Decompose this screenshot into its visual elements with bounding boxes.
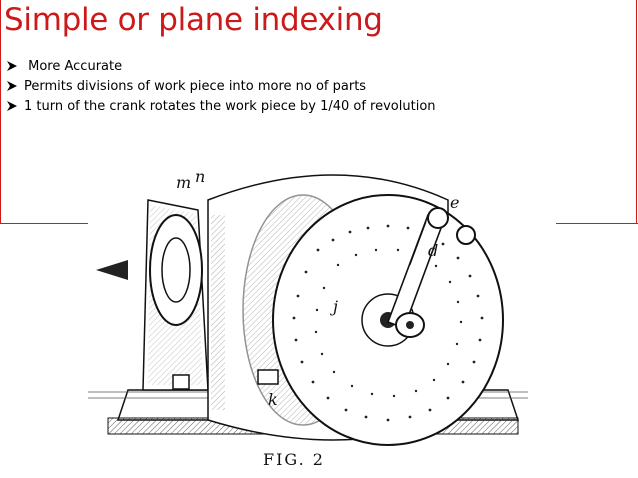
bullet-item: 1 turn of the crank rotates the work pie… (6, 96, 436, 116)
arrow-bullet-icon (6, 60, 24, 72)
bullet-item: More Accurate (6, 56, 436, 76)
frame-line-left (0, 0, 1, 224)
bullet-list: More Accurate Permits divisions of work … (6, 56, 436, 116)
arrow-bullet-icon (6, 100, 24, 112)
frame-line-bottom-right (556, 223, 638, 224)
frame-line-right (636, 0, 637, 224)
bullet-text: More Accurate (24, 58, 123, 74)
label-n: n (195, 167, 205, 186)
label-j: j (330, 297, 338, 316)
slide-title: Simple or plane indexing (4, 2, 383, 38)
frame-line-bottom-left (0, 223, 88, 224)
arrow-bullet-icon (6, 80, 24, 92)
figure-caption: FIG. 2 (263, 450, 325, 469)
label-m: m (176, 173, 191, 192)
index-head-drawing: m n e d j k FIG. 2 (88, 167, 528, 469)
label-d: d (428, 241, 438, 260)
label-k: k (268, 390, 278, 409)
label-e: e (450, 193, 459, 212)
bullet-item: Permits divisions of work piece into mor… (6, 76, 436, 96)
bullet-text: 1 turn of the crank rotates the work pie… (24, 98, 436, 114)
bullet-text: Permits divisions of work piece into mor… (24, 78, 367, 94)
